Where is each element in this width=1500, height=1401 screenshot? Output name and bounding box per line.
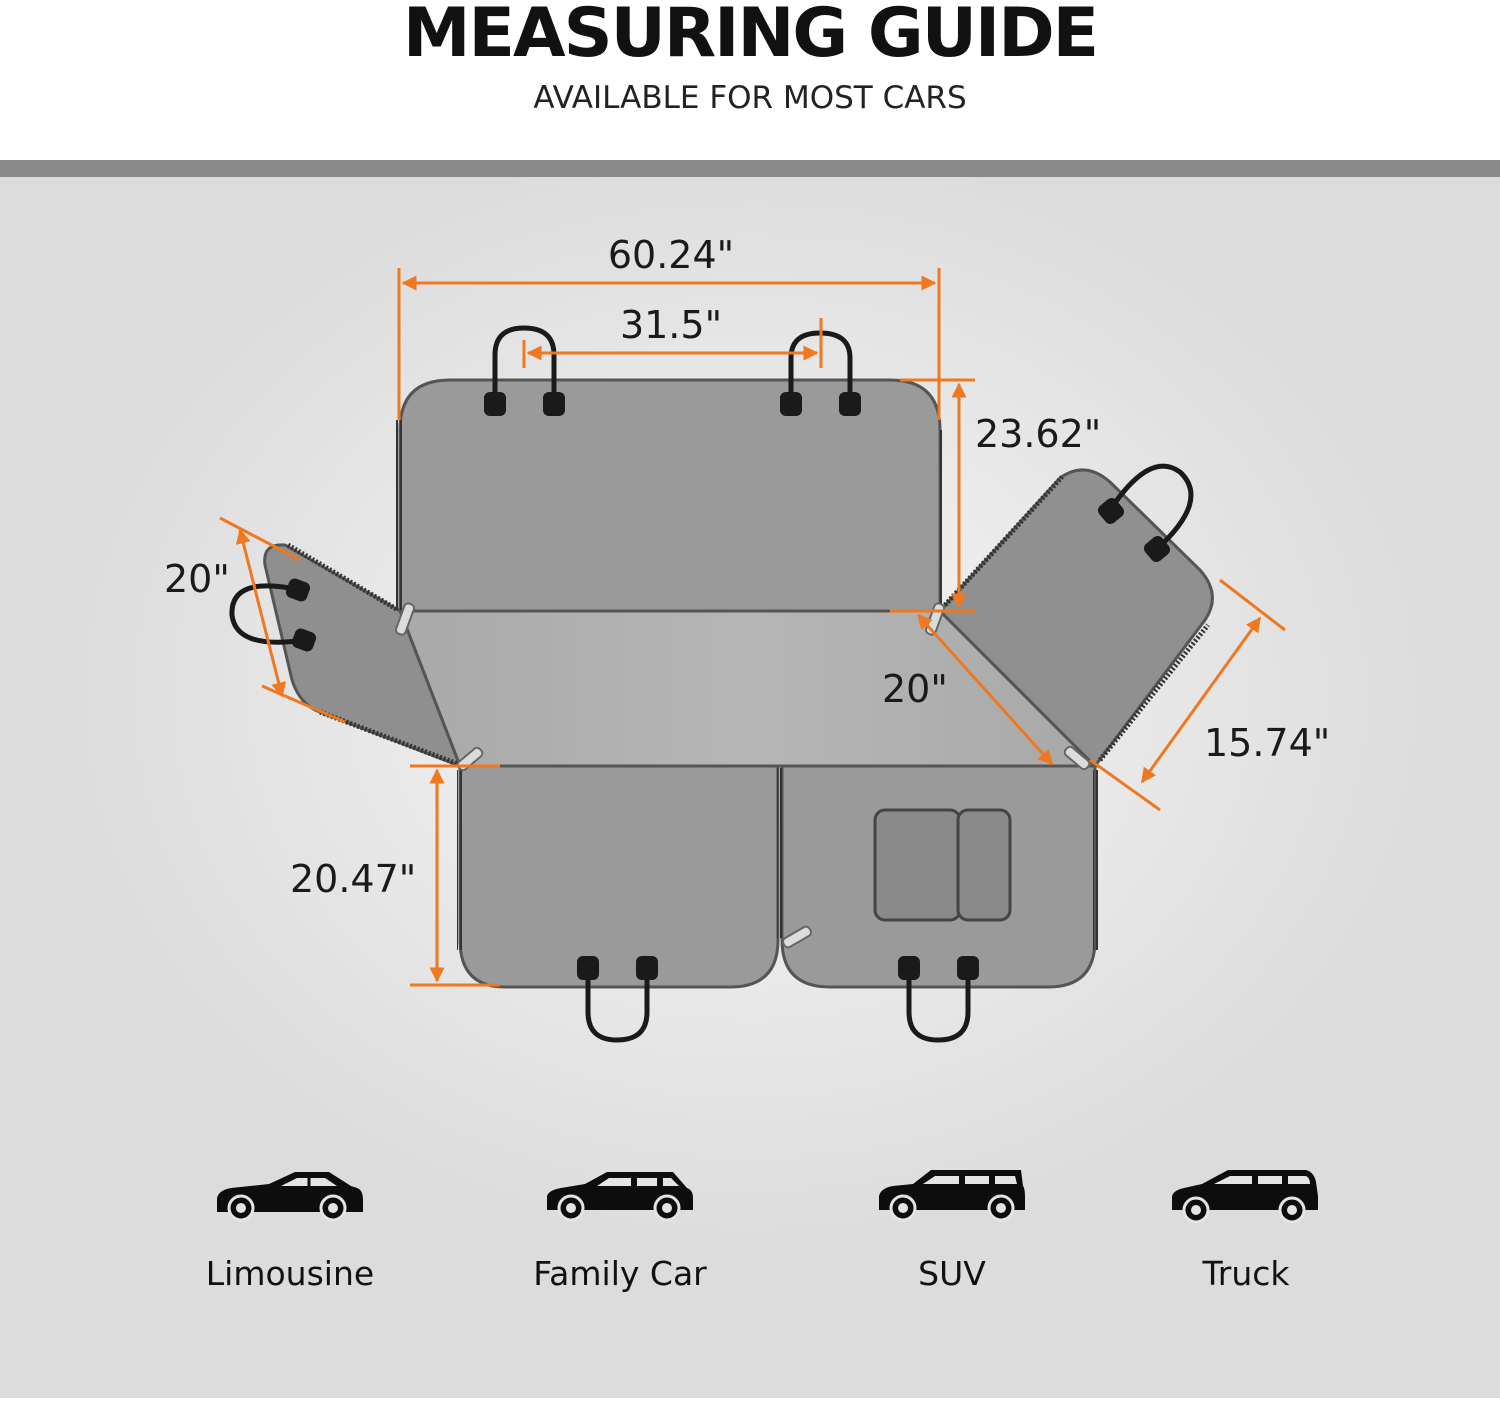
zipper-edge (777, 768, 783, 938)
bottom-right-strap (906, 972, 971, 1043)
dimension-label-right-flap-height: 15.74" (1204, 721, 1330, 765)
vehicle-label-truck: Truck (1202, 1254, 1290, 1293)
storage-pocket-left (873, 808, 962, 922)
vehicle-label-limousine: Limousine (205, 1254, 375, 1293)
zipper-edge (938, 430, 944, 610)
strap-buckles (285, 392, 1171, 980)
zipper-edge (457, 770, 463, 950)
top-left-strap (492, 325, 557, 398)
left-flap-arrow (236, 528, 286, 698)
vehicle-label-family-car: Family Car (533, 1254, 707, 1293)
backrest-panel (398, 378, 942, 613)
hatchback-car-icon (547, 1172, 693, 1222)
right-flap-height-arrow (1140, 616, 1262, 784)
dimension-label-left-flap: 20" (164, 557, 230, 601)
dimension-label-bottom-height: 20.47" (290, 857, 416, 901)
page-subtitle: AVAILABLE FOR MOST CARS (533, 80, 967, 116)
bottom-left-panel (458, 764, 780, 989)
bottom-left-strap (585, 972, 650, 1043)
zipper-edge (286, 542, 400, 613)
dimension-label-total-width: 60.24" (608, 233, 734, 277)
suv-car-icon (879, 1170, 1025, 1222)
zipper-edge (1093, 770, 1099, 950)
header: MEASURING GUIDE AVAILABLE FOR MOST CARS (0, 0, 1500, 160)
zipper-edge (396, 420, 402, 610)
footer-strip (0, 1398, 1500, 1401)
dimension-label-backrest-height: 23.62" (975, 412, 1101, 456)
sedan-car-icon (217, 1172, 363, 1222)
dimension-lines (219, 268, 1286, 987)
right-flap-arrow (916, 613, 1054, 766)
vehicle-label-suv: SUV (918, 1254, 986, 1293)
header-divider-band (0, 160, 1500, 177)
minivan-car-icon (1172, 1170, 1318, 1224)
storage-pocket-right (956, 808, 1012, 922)
dimension-label-right-flap: 20" (882, 667, 948, 711)
dimension-label-hook-spacing: 31.5" (620, 303, 722, 347)
page-title: MEASURING GUIDE (402, 0, 1099, 73)
right-flap-strap (1107, 463, 1194, 551)
